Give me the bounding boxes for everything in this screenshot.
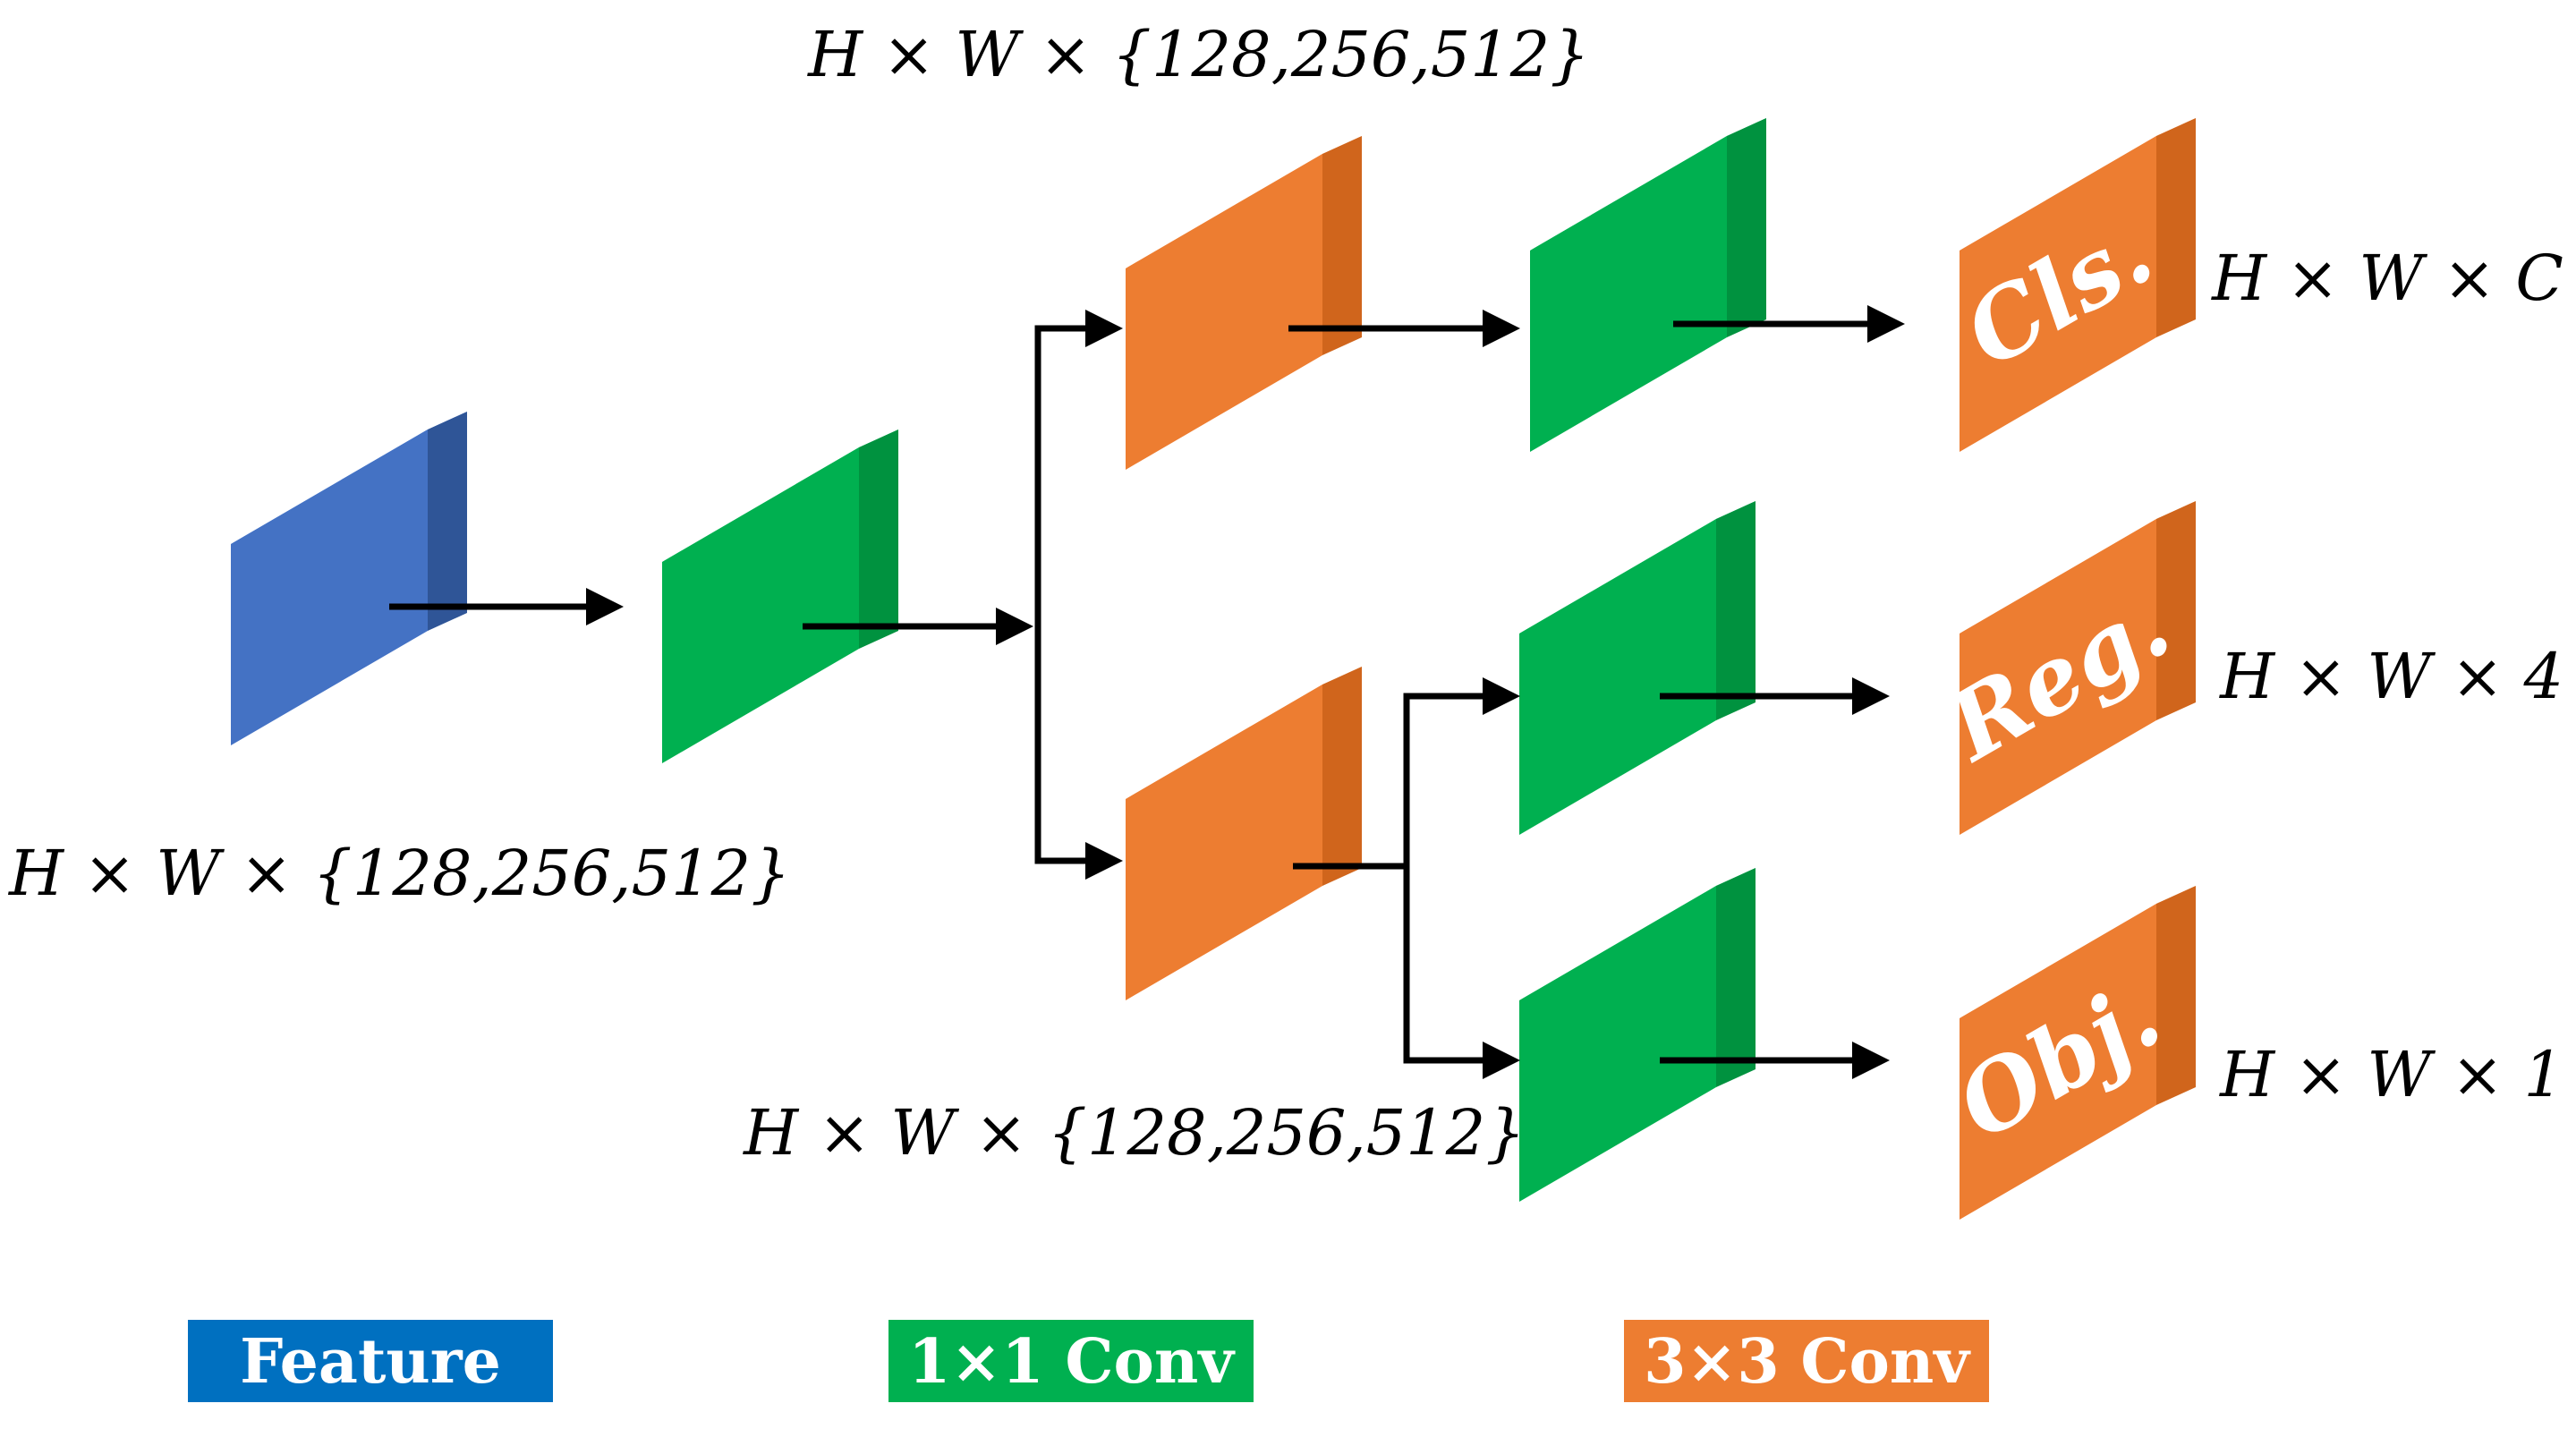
conv3-obj-block — [1519, 868, 1756, 1202]
conv3-reg-block-front-face — [1519, 519, 1716, 835]
conv3-bottom-branch-block-front-face — [1126, 685, 1322, 1000]
cls-head-block-side-face — [2156, 118, 2196, 337]
legend-feature-swatch — [188, 1320, 553, 1402]
feature-block-front-face — [231, 430, 428, 745]
arrows-layer — [389, 305, 1905, 1079]
reg-head-block: Reg. — [1927, 501, 2196, 835]
blocks-layer: Cls. Reg. Obj. — [231, 118, 2196, 1220]
conv3-top-branch-block-side-face — [1322, 136, 1362, 355]
legend-conv1-label: 1×1 Conv — [908, 1326, 1236, 1398]
obj-head-block-front-face — [1960, 904, 2156, 1220]
obj-head-block-side-face — [2156, 886, 2196, 1105]
obj-head-block: Obj. — [1939, 886, 2196, 1220]
arrow-split-to-bottom — [1034, 626, 1123, 880]
legend-conv3-label: 3×3 Conv — [1644, 1326, 1971, 1398]
reg-head-block-side-face — [2156, 501, 2196, 720]
conv3-cls-block-front-face — [1530, 136, 1727, 452]
cls-head-block: Cls. — [1947, 118, 2196, 452]
conv3-obj-block-front-face — [1519, 886, 1716, 1202]
conv3-cls-block-side-face — [1727, 118, 1766, 337]
legend-conv1-swatch — [888, 1320, 1254, 1402]
input-dims-label: H × W × {128,256,512} — [7, 837, 791, 910]
conv3-reg-block — [1519, 501, 1756, 835]
conv1-stem-block-side-face — [859, 430, 898, 649]
conv3-bottom-branch-block — [1126, 667, 1362, 1000]
conv1-stem-block-front-face — [662, 447, 859, 763]
conv3-cls-block — [1530, 118, 1766, 452]
conv3-bottom-branch-block-side-face — [1322, 667, 1362, 886]
arrow-split-to-obj-conv — [1403, 866, 1520, 1079]
reg-dims-label: H × W × 4 — [2218, 640, 2563, 713]
conv3-reg-block-side-face — [1716, 501, 1756, 720]
legend: Feature 1×1 Conv 3×3 Conv — [188, 1320, 1989, 1402]
conv3-top-branch-block — [1126, 136, 1362, 470]
arrow-split-to-top — [1034, 310, 1123, 626]
reg-head-block-front-face — [1960, 519, 2156, 835]
conv1-stem-block — [662, 430, 898, 763]
cls-head-block-front-face — [1960, 136, 2156, 452]
conv3-top-branch-block-front-face — [1126, 154, 1322, 470]
top-branch-dims-label: H × W × {128,256,512} — [806, 18, 1590, 91]
legend-conv3-swatch — [1624, 1320, 1989, 1402]
feature-block — [231, 412, 467, 745]
cls-dims-label: H × W × C — [2210, 242, 2563, 315]
legend-feature-label: Feature — [240, 1326, 501, 1398]
arrow-split-to-reg-conv — [1403, 677, 1520, 866]
feature-block-side-face — [428, 412, 467, 631]
conv3-obj-block-side-face — [1716, 868, 1756, 1087]
bottom-branch-dims-label: H × W × {128,256,512} — [742, 1096, 1526, 1170]
obj-dims-label: H × W × 1 — [2218, 1038, 2563, 1111]
